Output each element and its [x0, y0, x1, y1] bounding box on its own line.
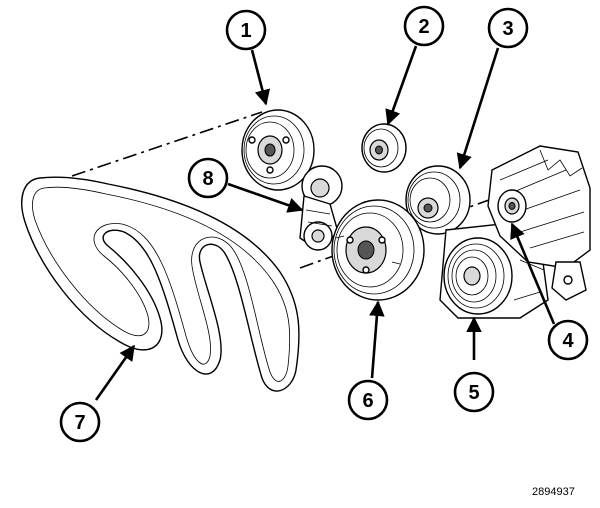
callout-label-6: 6	[362, 390, 373, 412]
callout-2: 2	[403, 5, 445, 47]
idler-pulley-upper	[361, 123, 407, 173]
belt-path-line	[71, 111, 263, 177]
callout-label-1: 1	[240, 20, 251, 42]
leader-4	[510, 222, 556, 325]
leader-8	[227, 182, 304, 213]
leader-6	[369, 300, 385, 379]
leader-7	[94, 344, 136, 401]
callout-6: 6	[347, 379, 389, 421]
power-steering-pulley	[241, 109, 315, 191]
callout-5: 5	[453, 371, 495, 413]
callout-4: 4	[547, 319, 589, 361]
callout-label-7: 7	[74, 412, 85, 434]
callout-1: 1	[225, 9, 267, 51]
belt-tensioner	[299, 165, 343, 251]
callout-label-5: 5	[468, 382, 479, 404]
leader-3	[456, 47, 500, 170]
leader-arrows	[94, 45, 556, 401]
serpentine-belt	[21, 176, 300, 392]
leader-2	[385, 45, 418, 126]
figure-number: 2894937	[532, 486, 575, 498]
leader-1	[250, 49, 271, 106]
callout-8: 8	[187, 157, 229, 199]
callout-label-8: 8	[202, 168, 213, 190]
callout-7: 7	[59, 401, 101, 443]
callout-label-3: 3	[502, 18, 513, 40]
callout-label-2: 2	[418, 16, 429, 38]
callout-label-4: 4	[562, 330, 574, 352]
idler-pulley-3	[405, 165, 471, 235]
crankshaft-pulley	[331, 199, 425, 301]
callout-3: 3	[487, 7, 529, 49]
